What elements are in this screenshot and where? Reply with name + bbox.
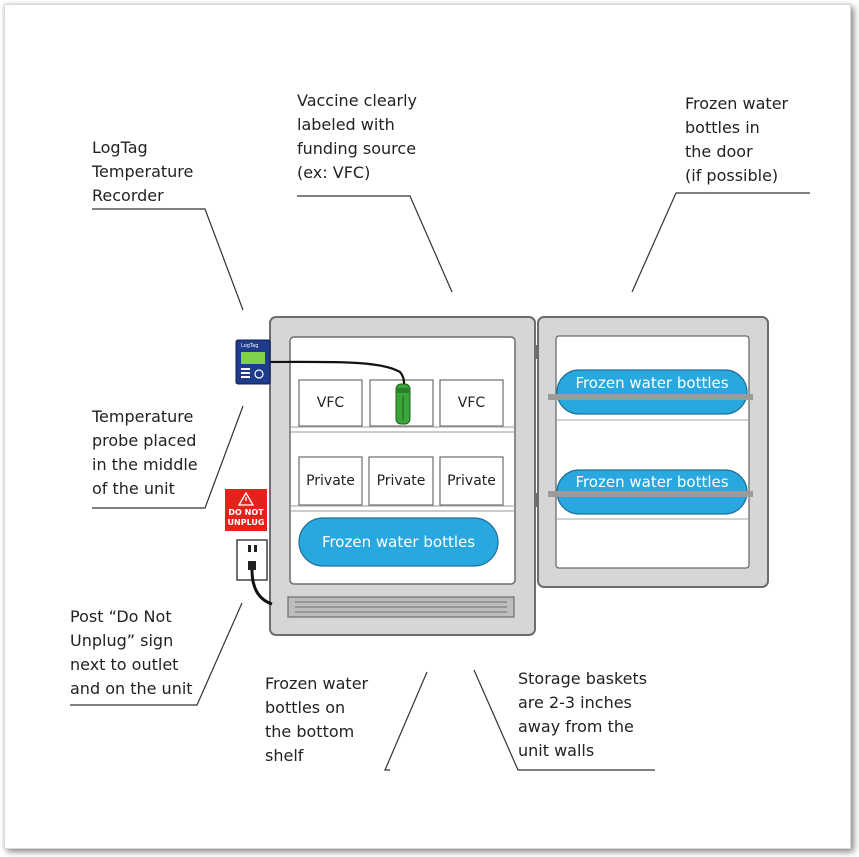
vaccine-box-private-2: Private: [376, 473, 426, 489]
bottom-bottle: [298, 517, 499, 567]
label-vaccine-labeled: Vaccine clearly labeled with funding sou…: [297, 91, 417, 182]
vaccine-box-private-1: Private: [306, 473, 355, 489]
leader-probe: [92, 405, 244, 509]
logtag-device-icon: [235, 339, 271, 385]
door-bottles: [548, 369, 753, 515]
sign-text-line2: UNPLUG: [227, 518, 265, 527]
leader-logtag: [92, 208, 244, 311]
vaccine-box-private-3: Private: [447, 473, 496, 489]
label-do-not-unplug: Post “Do Not Unplug” sign next to outlet…: [70, 607, 193, 698]
outlet-icon: [236, 539, 273, 606]
leader-sign: [70, 602, 243, 706]
sign-text-line1: DO NOT: [228, 508, 264, 517]
label-logtag-recorder: LogTag Temperature Recorder: [92, 138, 194, 205]
vaccine-box-vfc-right: VFC: [457, 395, 486, 411]
refrigerator-door: [537, 316, 769, 588]
bottom-bottle-label: Frozen water bottles: [321, 533, 476, 551]
leader-bottom-bottles: [384, 671, 428, 771]
label-bottom-bottles: Frozen water bottles on the bottom shelf: [265, 674, 369, 765]
vaccine-box-vfc-left: VFC: [316, 395, 345, 411]
leader-door-bottles: [631, 192, 810, 293]
probe-wire: [255, 360, 406, 389]
leader-baskets: [473, 669, 655, 771]
label-temperature-probe: Temperature probe placed in the middle o…: [92, 407, 198, 498]
label-door-bottles: Frozen water bottles in the door (if pos…: [685, 94, 789, 185]
door-bottle-bottom-label: Frozen water bottles: [575, 473, 729, 491]
logtag-brand-label: LogTag: [241, 343, 259, 349]
door-bottle-top-label: Frozen water bottles: [575, 374, 729, 392]
do-not-unplug-sign-icon: [225, 489, 267, 531]
temperature-probe-icon: [395, 383, 411, 425]
leader-vaccine: [297, 195, 453, 293]
label-storage-baskets: Storage baskets are 2-3 inches away from…: [518, 669, 648, 760]
